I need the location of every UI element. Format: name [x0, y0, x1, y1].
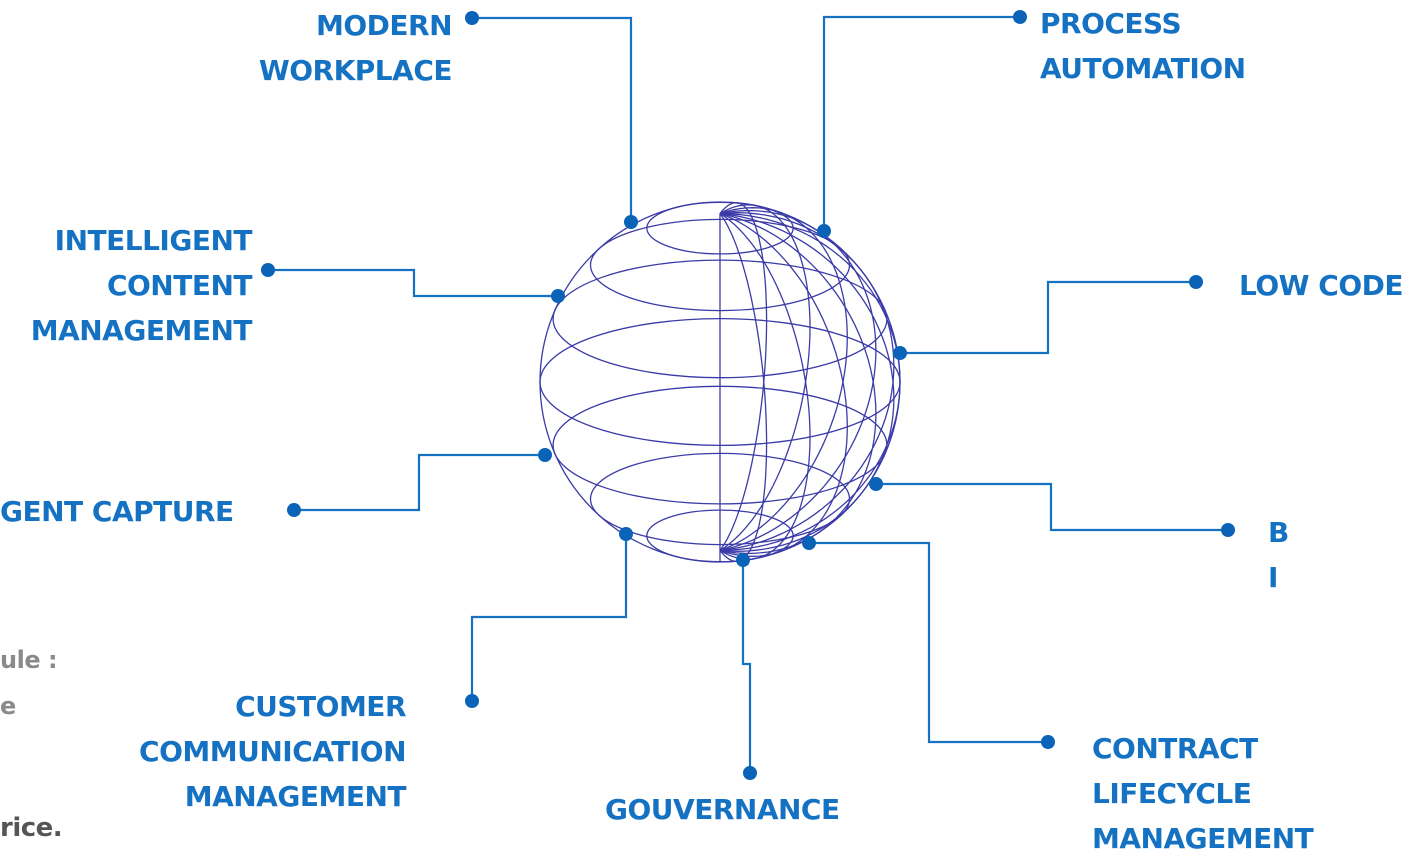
meridian-line: [719, 204, 811, 552]
connector-gouvernance: [741, 560, 752, 773]
dot-bi-globe: [869, 477, 883, 491]
connector-bi: [876, 482, 1228, 532]
connector-dots: [261, 10, 1235, 780]
meridian-line: [719, 207, 848, 552]
dot-ccm-end: [465, 694, 479, 708]
label-bi: B I: [1268, 516, 1289, 594]
dot-process-automation-end: [1013, 10, 1027, 24]
label-process-automation: PROCESS AUTOMATION: [1040, 7, 1246, 85]
dot-gouvernance-globe: [736, 553, 750, 567]
globe-wireframe: [539, 201, 901, 563]
dot-intelligent-content-globe: [551, 289, 565, 303]
dot-intelligent-content-end: [261, 263, 275, 277]
dot-intelligent-capture-end: [287, 503, 301, 517]
label-intelligent-content-management: INTELLIGENT CONTENT MANAGEMENT: [30, 224, 253, 347]
connector-intelligent-content: [268, 268, 558, 298]
label-contract-lifecycle-management: CONTRACT LIFECYCLE MANAGEMENT: [1092, 732, 1314, 855]
connector-process-automation: [822, 15, 1020, 231]
meridian-line: [719, 209, 877, 552]
dot-process-automation-globe: [817, 224, 831, 238]
label-intelligent-capture: GENT CAPTURE: [0, 495, 234, 528]
background-text-line-2: e: [0, 692, 16, 720]
background-text-line-3: rice.: [0, 813, 63, 843]
meridian-line: [719, 212, 895, 552]
background-text-line-1: ule :: [0, 646, 58, 674]
connector-clm: [809, 541, 1048, 744]
label-modern-workplace: MODERN WORKPLACE: [258, 9, 453, 87]
dot-clm-globe: [802, 536, 816, 550]
label-customer-communication-management: CUSTOMER COMMUNICATION MANAGEMENT: [139, 690, 406, 813]
dot-modern-workplace-globe: [624, 215, 638, 229]
dot-bi-end: [1221, 523, 1235, 537]
meridian-line: [719, 212, 848, 557]
label-gouvernance: GOUVERNANCE: [605, 793, 840, 826]
dot-modern-workplace-end: [465, 11, 479, 25]
connector-low-code: [900, 280, 1196, 355]
meridian-line: [719, 212, 895, 552]
dot-low-code-end: [1189, 275, 1203, 289]
dot-gouvernance-end: [743, 766, 757, 780]
connector-modern-workplace: [472, 16, 633, 222]
dot-low-code-globe: [893, 346, 907, 360]
dot-clm-end: [1041, 735, 1055, 749]
connector-ccm: [470, 534, 628, 701]
meridian-line: [719, 202, 768, 551]
connector-lines: [268, 15, 1228, 773]
label-low-code: LOW CODE: [1239, 269, 1404, 302]
dot-ccm-globe: [619, 527, 633, 541]
meridian-line: [719, 212, 901, 552]
connector-intelligent-capture: [294, 453, 545, 512]
meridian-line: [719, 212, 877, 555]
dot-intelligent-capture-globe: [538, 448, 552, 462]
